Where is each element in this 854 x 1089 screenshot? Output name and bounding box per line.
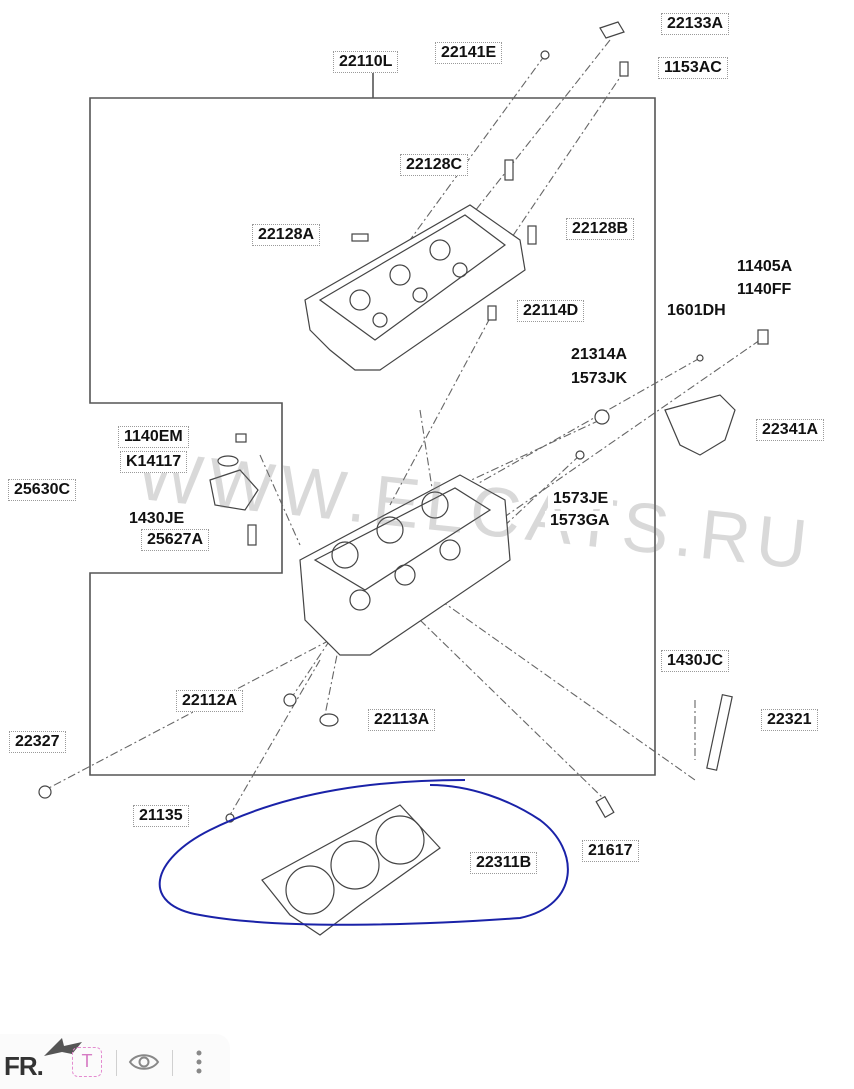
text-tool-button[interactable]: T xyxy=(72,1047,102,1077)
part-11405A xyxy=(757,329,769,345)
part-22114D xyxy=(487,305,497,321)
part-22321 xyxy=(706,694,733,771)
text-tool-label: T xyxy=(81,1051,93,1071)
cylinder-head-cover xyxy=(304,204,526,371)
assembly-outline xyxy=(89,97,656,776)
label-1573JK: 1573JK xyxy=(566,369,633,389)
label-1573JE: 1573JE xyxy=(548,489,614,509)
label-11405A: 11405A xyxy=(732,257,798,277)
cylinder-head xyxy=(299,474,511,656)
label-22113A: 22113A xyxy=(368,709,436,731)
label-22327: 22327 xyxy=(9,731,66,753)
label-22321: 22321 xyxy=(761,709,818,731)
label-21314A: 21314A xyxy=(566,345,633,365)
label-22128C: 22128C xyxy=(400,154,469,176)
label-25627A: 25627A xyxy=(141,529,210,551)
part-22341A xyxy=(664,394,736,456)
label-22311B: 22311B xyxy=(470,852,538,874)
label-1430JE: 1430JE xyxy=(124,509,190,529)
label-1573GA: 1573GA xyxy=(545,511,615,531)
label-21617: 21617 xyxy=(582,840,639,862)
part-1153AC xyxy=(619,61,629,77)
part-22128A xyxy=(351,233,369,242)
label-K14117: K14117 xyxy=(120,451,188,473)
hand-drawn-circle-annotation xyxy=(158,779,569,926)
part-22141E xyxy=(540,50,550,60)
part-1573JE xyxy=(575,450,585,460)
part-22327 xyxy=(38,785,52,799)
part-21314A xyxy=(594,409,610,425)
small-parts xyxy=(38,21,769,823)
part-25630C xyxy=(209,469,259,511)
part-1140EM xyxy=(235,433,247,443)
label-25630C: 25630C xyxy=(8,479,77,501)
part-22128C xyxy=(504,159,514,181)
label-1140EM: 1140EM xyxy=(118,426,189,448)
label-22128A: 22128A xyxy=(252,224,321,246)
part-21617 xyxy=(595,795,615,819)
label-22110L: 22110L xyxy=(333,51,399,73)
more-vertical-icon[interactable] xyxy=(192,1048,206,1076)
label-21135: 21135 xyxy=(133,805,189,827)
part-22112A xyxy=(283,693,297,707)
part-22133A xyxy=(599,21,625,39)
part-1601DH xyxy=(696,354,704,362)
label-22133A: 22133A xyxy=(661,13,730,35)
part-22128B xyxy=(527,225,537,245)
toolbar-divider xyxy=(116,1050,117,1076)
label-1153AC: 1153AC xyxy=(658,57,728,79)
head-gasket xyxy=(261,804,441,936)
part-25627A xyxy=(247,524,257,546)
label-22341A: 22341A xyxy=(756,419,825,441)
part-22113A xyxy=(319,713,339,727)
eye-icon[interactable] xyxy=(128,1050,160,1074)
label-1430JC: 1430JC xyxy=(661,650,730,672)
label-22128B: 22128B xyxy=(566,218,635,240)
app-logo: FR. xyxy=(4,1051,44,1081)
label-1601DH: 1601DH xyxy=(662,301,731,321)
label-1140FF: 1140FF xyxy=(732,280,797,300)
toolbar-divider-2 xyxy=(172,1050,173,1076)
floating-toolbar: FR. T xyxy=(0,1034,230,1089)
part-K14117 xyxy=(217,455,239,467)
label-22141E: 22141E xyxy=(435,42,503,64)
leader-lines xyxy=(44,39,761,816)
label-22112A: 22112A xyxy=(176,690,244,712)
label-22114D: 22114D xyxy=(517,300,585,322)
